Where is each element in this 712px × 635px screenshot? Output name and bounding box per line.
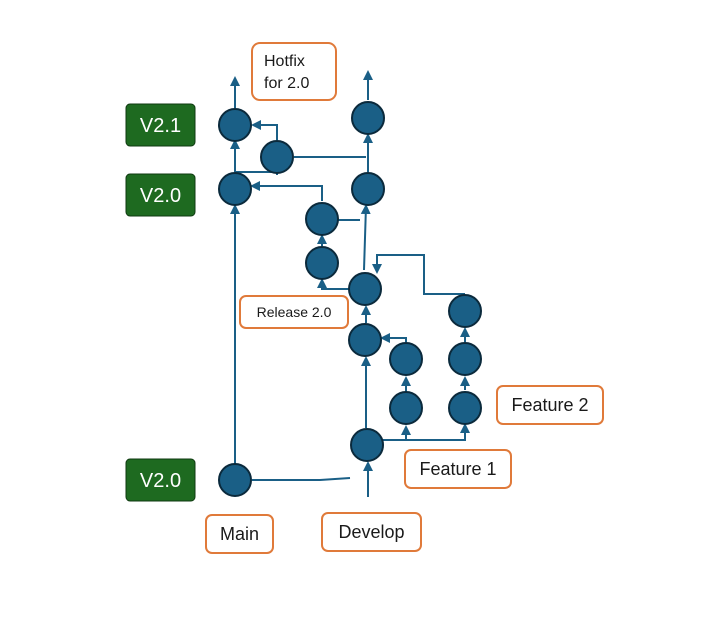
- feature1-merge-edge: [380, 333, 407, 343]
- label-release-text: Release 2.0: [257, 304, 332, 320]
- label-hotfix-line2: for 2.0: [264, 75, 309, 92]
- commit-feature2-2: [448, 342, 482, 376]
- commit-release-1: [305, 246, 339, 280]
- label-hotfix: Hotfix for 2.0: [251, 42, 337, 101]
- feature2-edge-start: [406, 423, 470, 441]
- commit-hotfix: [260, 140, 294, 174]
- commit-develop-1: [350, 428, 384, 462]
- commit-develop-4: [348, 272, 382, 306]
- tag-v20-top-text: V2.0: [140, 185, 181, 207]
- commit-develop-3: [348, 323, 382, 357]
- commit-develop-6: [351, 101, 385, 135]
- label-feature2: Feature 2: [496, 385, 604, 425]
- feature2-merge-edge: [372, 254, 465, 295]
- tag-v20-bottom-text: V2.0: [140, 470, 181, 492]
- release-edge-start: [317, 278, 350, 290]
- commit-feature1-2: [389, 342, 423, 376]
- commit-feature1-1: [389, 391, 423, 425]
- tag-v21-top-text: V2.1: [140, 115, 181, 137]
- main-to-develop-edge: [252, 477, 351, 481]
- label-feature1: Feature 1: [404, 449, 512, 489]
- commit-develop-5: [351, 172, 385, 206]
- feature1-edge-start: [383, 425, 411, 441]
- commits: [218, 101, 482, 497]
- label-main: Main: [205, 514, 274, 554]
- tag-v21-top: V2.1: [125, 103, 196, 147]
- label-hotfix-line1: Hotfix: [264, 53, 305, 70]
- release-merge-main: [250, 181, 323, 201]
- commit-feature2-1: [448, 391, 482, 425]
- commit-main-initial: [218, 463, 252, 497]
- label-feature1-text: Feature 1: [419, 459, 496, 479]
- label-develop: Develop: [321, 512, 422, 552]
- label-release: Release 2.0: [239, 295, 349, 329]
- commit-release-2: [305, 202, 339, 236]
- tag-v20-top: V2.0: [125, 173, 196, 217]
- label-feature2-text: Feature 2: [511, 395, 588, 415]
- tag-v20-bottom: V2.0: [125, 458, 196, 502]
- commit-main-v21: [218, 108, 252, 142]
- label-main-text: Main: [220, 524, 259, 544]
- hotfix-merge-main: [251, 120, 278, 140]
- label-develop-text: Develop: [338, 522, 404, 542]
- develop-edge-3: [360, 204, 371, 271]
- commit-feature2-3: [448, 294, 482, 328]
- commit-main-v20: [218, 172, 252, 206]
